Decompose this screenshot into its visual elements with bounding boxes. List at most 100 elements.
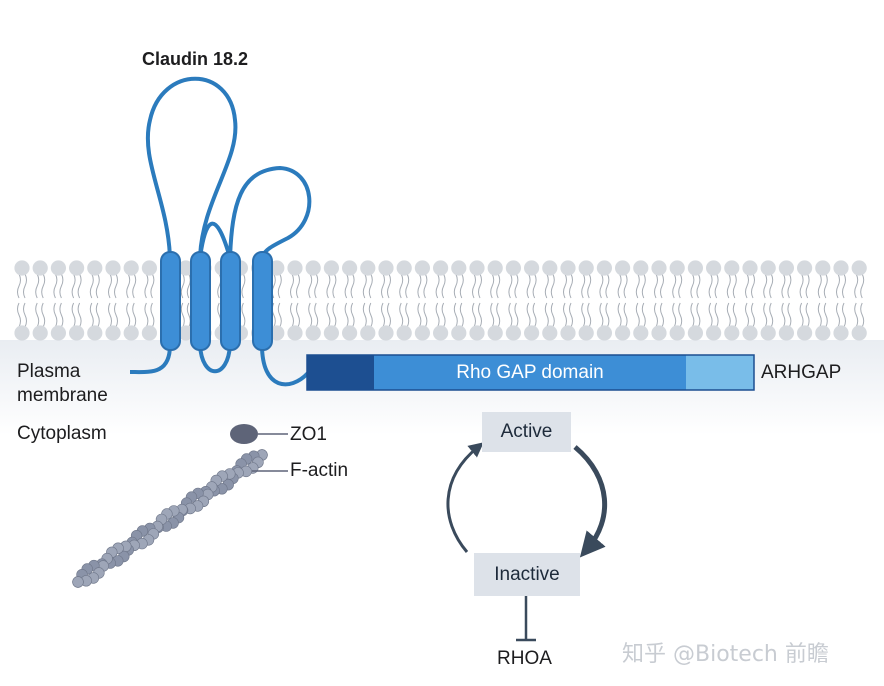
lipid-tail	[399, 302, 410, 328]
lipid-head	[469, 260, 485, 276]
lipid-head	[596, 325, 613, 341]
lipid-tail	[781, 273, 792, 299]
lipid-tail	[381, 273, 391, 299]
lipid-tail	[490, 273, 501, 299]
lipid-tail	[381, 302, 391, 328]
lipid-tail	[508, 273, 519, 299]
active-state-box: Active	[482, 412, 571, 452]
lipid-head	[505, 260, 521, 276]
lipid-tail	[781, 302, 792, 328]
lipid-head	[797, 260, 813, 276]
lipid-tail	[344, 273, 355, 299]
lipid-tail	[672, 302, 683, 328]
lipid-head	[724, 325, 740, 341]
lipid-head	[451, 325, 467, 341]
lipid-tail	[690, 302, 701, 328]
cycle-arrow-inactivation	[573, 445, 608, 558]
lipid-head	[487, 325, 503, 341]
watermark-text: 知乎 @Biotech 前瞻	[622, 642, 829, 667]
lipid-head	[469, 325, 485, 341]
lipid-head	[742, 325, 758, 341]
lipid-tail	[635, 302, 646, 328]
lipid-tail	[817, 273, 828, 299]
claudin-large-extracellular-loop	[145, 76, 238, 259]
lipid-head	[542, 260, 558, 276]
lipid-head	[578, 260, 594, 276]
lipid-head	[123, 260, 139, 276]
lipid-head	[815, 260, 831, 276]
claudin-small-extracellular-loop	[228, 165, 312, 259]
claudin-tm-helix-3	[220, 251, 241, 351]
lipid-tail	[180, 273, 191, 299]
lipid-head	[287, 260, 303, 276]
plasma-membrane-bilayer	[14, 260, 867, 341]
lipid-head	[50, 325, 66, 341]
lipid-head	[851, 260, 867, 276]
lipid-head	[360, 325, 376, 341]
lipid-head	[815, 325, 831, 341]
lipid-head	[578, 325, 594, 341]
lipid-head	[69, 260, 85, 276]
lipid-head	[323, 325, 339, 341]
lipid-tail	[35, 273, 46, 299]
lipid-tail	[53, 273, 64, 299]
lipid-tail	[362, 302, 373, 328]
arhgap-fusion-bar	[306, 354, 755, 391]
lipid-tail	[763, 302, 774, 328]
lipid-head	[396, 260, 412, 276]
actin-monomer	[72, 576, 84, 588]
lipid-tail	[599, 302, 610, 328]
lipid-tail	[563, 302, 573, 328]
lipid-tail	[417, 273, 428, 299]
lipid-head	[14, 260, 30, 276]
lipid-tail	[726, 302, 737, 328]
lipid-head	[778, 260, 795, 276]
lipid-tail	[526, 273, 537, 299]
cytoplasm-label: Cytoplasm	[17, 423, 107, 444]
lipid-head	[178, 325, 194, 341]
lipid-tail	[126, 302, 137, 328]
lipid-tail	[71, 302, 82, 328]
lipid-head	[633, 325, 649, 341]
lipid-head	[342, 325, 358, 341]
lipid-tail	[799, 273, 810, 299]
lipid-head	[760, 260, 776, 276]
lipid-tail	[362, 273, 373, 299]
lipid-head	[123, 325, 139, 341]
lipid-tail	[726, 273, 737, 299]
lipid-tail	[599, 273, 610, 299]
fusion-segment-dark	[307, 355, 374, 390]
lipid-tail	[35, 302, 46, 328]
lipid-tail	[654, 273, 664, 299]
lipid-head	[378, 325, 394, 341]
lipid-head	[32, 325, 48, 341]
inactive-state-box: Inactive	[474, 553, 580, 596]
lipid-tail	[745, 273, 755, 299]
lipid-head	[651, 260, 667, 276]
lipid-head	[287, 325, 303, 341]
lipid-head	[87, 260, 103, 276]
lipid-head	[706, 325, 722, 341]
lipid-head	[669, 260, 685, 276]
lipid-head	[433, 260, 449, 276]
claudin-intracellular-loop-1	[198, 344, 232, 374]
lipid-tail	[544, 302, 555, 328]
lipid-tail	[399, 273, 410, 299]
lipid-head	[396, 325, 412, 341]
lipid-head	[141, 325, 157, 341]
lipid-tail	[17, 302, 27, 328]
lipid-tail	[126, 273, 137, 299]
claudin-18-2-label: Claudin 18.2	[142, 49, 249, 69]
lipid-tail	[308, 273, 319, 299]
lipid-tail	[817, 302, 828, 328]
lipid-tail	[854, 273, 865, 299]
lipid-head	[433, 325, 449, 341]
plasma-membrane-label-line1: Plasma	[17, 361, 81, 382]
lipid-tail	[581, 302, 592, 328]
rhoa-label: RHOA	[497, 648, 552, 669]
lipid-tail	[854, 302, 865, 328]
lipid-head	[524, 325, 540, 341]
lipid-head	[760, 325, 776, 341]
arhgap-label: ARHGAP	[761, 362, 842, 383]
lipid-tail	[326, 273, 337, 299]
